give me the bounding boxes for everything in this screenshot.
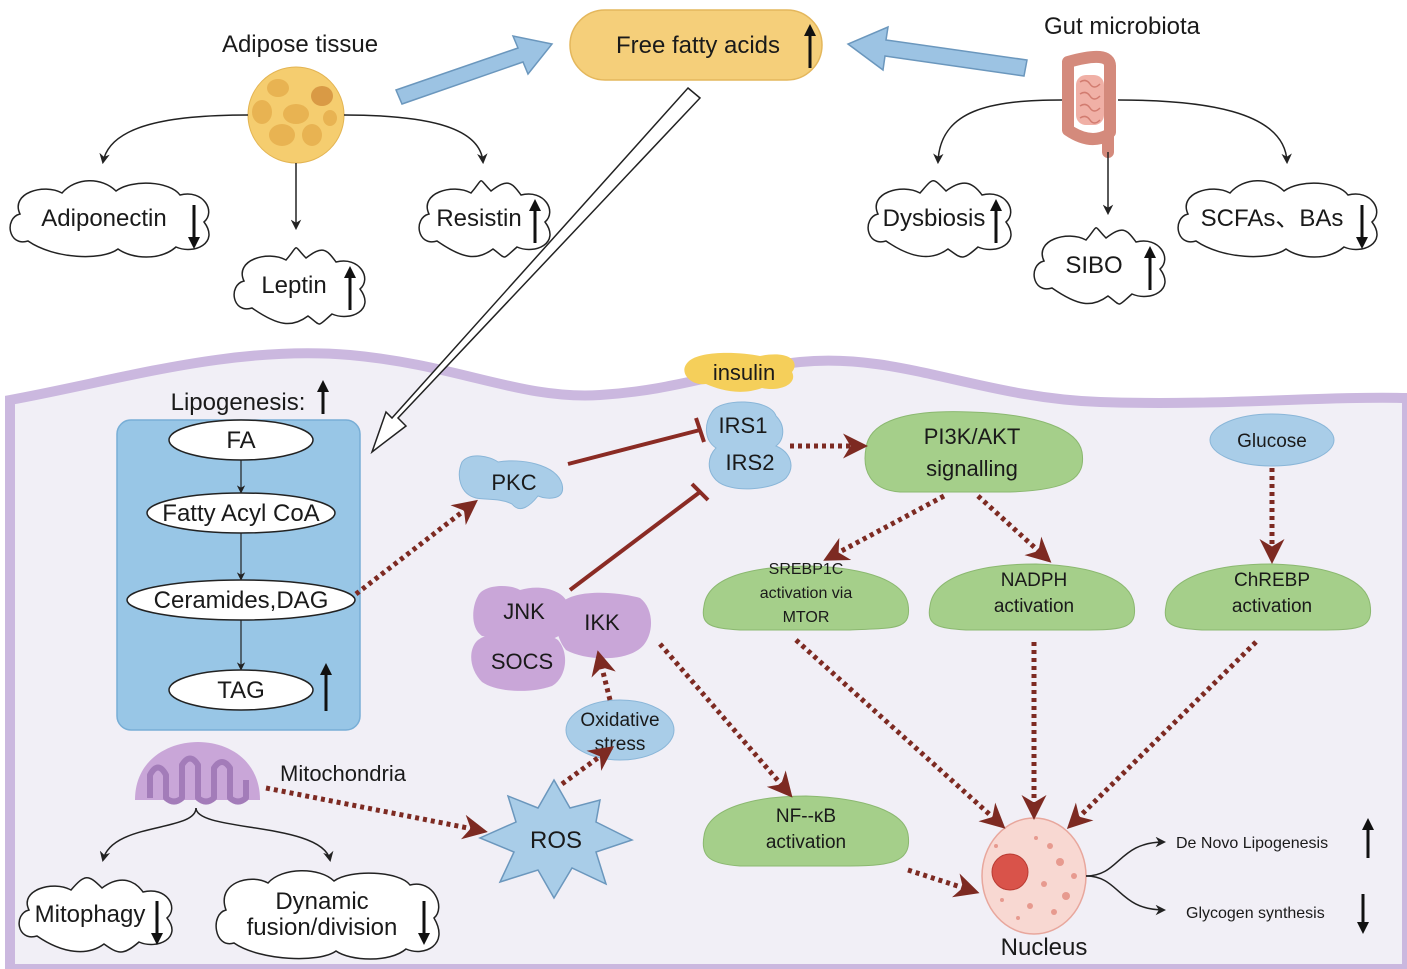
nfkb-label-2: activation — [766, 832, 846, 853]
pi3k-label-2: signalling — [926, 456, 1018, 481]
ffa-label: Free fatty acids — [616, 32, 780, 59]
nucleus-icon — [981, 817, 1087, 935]
dysbiosis-cloud: Dysbiosis — [867, 180, 1012, 258]
jnk-ikk-socs-complex: JNK IKK SOCS — [471, 586, 652, 691]
connector — [343, 114, 488, 165]
oxidative-to-complex-arrow — [591, 650, 616, 701]
oxidative-stress-node: Oxidative stress — [565, 699, 675, 761]
pkc-protein: PKC — [458, 455, 564, 509]
connector — [195, 807, 334, 863]
jnk-label: JNK — [503, 599, 545, 624]
cloud-shape — [418, 180, 551, 258]
ceramides-to-pkc-arrow — [354, 499, 478, 596]
pi3k-to-nadph-arrow — [976, 494, 1052, 563]
srebp-label-1: SREBP1C — [769, 561, 844, 578]
glycogen-synthesis-label: Glycogen synthesis — [1186, 905, 1325, 922]
lipogenesis-step-label: FA — [226, 427, 255, 454]
cloud-label: SCFAs、BAs — [1201, 205, 1344, 232]
nadph-node: NADPH activation — [928, 563, 1136, 631]
nfkb-node: NF--κB activation — [702, 795, 910, 867]
chrebp-node: ChREBP activation — [1164, 563, 1372, 631]
connector — [99, 114, 249, 165]
free-fatty-acids-node: Free fatty acids — [569, 9, 823, 81]
cloud-label: Dysbiosis — [883, 205, 986, 232]
complex-to-nfkb-arrow — [658, 642, 793, 798]
mitophagy-cloud: Mitophagy — [18, 877, 173, 953]
connector — [933, 99, 1063, 165]
connector — [1117, 99, 1292, 165]
ros-to-oxidative-arrow — [560, 746, 615, 787]
leptin-cloud: Leptin — [233, 247, 366, 325]
gut-to-ffa-arrow — [846, 25, 1028, 77]
nadph-label-1: NADPH — [1001, 570, 1068, 591]
lipogenesis-step-label: TAG — [217, 677, 265, 704]
pi3k-akt-node: PI3K/AKT signalling — [864, 411, 1084, 493]
pi3k-to-srebp-arrow — [823, 493, 946, 561]
resistin-cloud: Resistin — [418, 180, 551, 258]
stress-complex-inhibits-irs — [568, 482, 710, 592]
connector — [99, 807, 197, 863]
connector — [1085, 836, 1167, 877]
lipogenesis-step-label: Ceramides,DAG — [154, 587, 329, 614]
nfkb-label-1: NF--κB — [776, 806, 836, 827]
chrebp-label-1: ChREBP — [1234, 570, 1310, 591]
chrebp-to-nucleus-arrow — [1066, 640, 1258, 830]
pkc-inhibits-irs — [567, 417, 706, 466]
nfkb-to-nucleus-arrow — [907, 867, 980, 898]
lipogenesis-step-label: Fatty Acyl CoA — [162, 500, 319, 527]
cloud-label: Dynamic — [275, 888, 368, 915]
chrebp-label-2: activation — [1232, 596, 1312, 617]
adipocyte-icon — [247, 66, 345, 164]
cloud-label: Leptin — [261, 272, 326, 299]
irs-receptor: IRS1 IRS2 — [706, 401, 792, 490]
insulin-label: insulin — [713, 360, 775, 385]
intestine-icon — [1062, 50, 1116, 158]
glucose-node: Glucose — [1209, 413, 1335, 467]
lipogenesis-step — [168, 669, 314, 711]
srebp1c-node: SREBP1C activation via MTOR — [702, 561, 910, 631]
cloud-shape — [233, 247, 366, 325]
oxidative-label: Oxidative — [580, 710, 659, 731]
gut-title: Gut microbiota — [1044, 13, 1201, 40]
de-novo-lipogenesis-label: De Novo Lipogenesis — [1176, 835, 1328, 852]
insulin-molecule: insulin — [684, 352, 795, 392]
srebp-to-nucleus-arrow — [794, 638, 1006, 829]
irs2-label: IRS2 — [726, 450, 775, 475]
connector — [1085, 875, 1167, 916]
cloud-shape — [215, 870, 440, 960]
mitochondria-title: Mitochondria — [280, 761, 407, 786]
sibo-cloud: SIBO — [1033, 227, 1166, 305]
adipose-title: Adipose tissue — [222, 31, 378, 58]
pkc-label: PKC — [491, 470, 536, 495]
cloud-label: Resistin — [436, 205, 521, 232]
lipogenesis-title: Lipogenesis: — [171, 389, 306, 416]
nadph-label-2: activation — [994, 596, 1074, 617]
ros-label: ROS — [530, 827, 582, 854]
cloud-shape — [18, 877, 173, 953]
cloud-shape — [1033, 227, 1166, 305]
cloud-shape — [867, 180, 1012, 258]
srebp-label-3: MTOR — [783, 609, 830, 626]
glucose-label: Glucose — [1237, 431, 1307, 452]
ikk-label: IKK — [584, 610, 620, 635]
ros-star: ROS — [478, 778, 634, 900]
ffa-to-lipogenesis-arrow — [370, 86, 702, 455]
cloud-label: Mitophagy — [35, 901, 146, 928]
cloud-label: SIBO — [1065, 252, 1122, 279]
scfas-bas-cloud: SCFAs、BAs — [1177, 180, 1378, 258]
srebp-label-2: activation via — [760, 585, 853, 602]
socs-label: SOCS — [491, 649, 553, 674]
pi3k-label-1: PI3K/AKT — [924, 424, 1021, 449]
adipose-to-ffa-arrow — [394, 34, 554, 105]
mitochondria-icon — [135, 742, 260, 805]
adiponectin-cloud: Adiponectin — [9, 180, 210, 258]
cloud-label: Adiponectin — [41, 205, 166, 232]
irs1-label: IRS1 — [719, 413, 768, 438]
cloud-shape — [9, 180, 210, 258]
nucleus-title: Nucleus — [1001, 934, 1088, 961]
cloud-label: fusion/division — [247, 914, 398, 941]
cloud-shape — [1177, 180, 1378, 258]
